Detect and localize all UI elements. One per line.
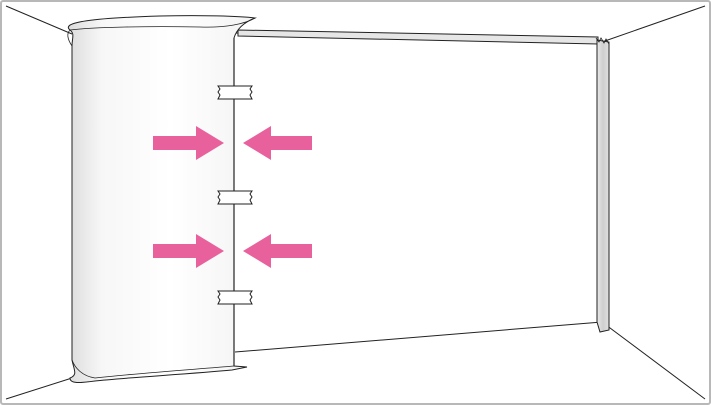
arrow-right-upper: [153, 126, 224, 160]
wallpaper-top-curl: [69, 17, 256, 31]
arrow-right-lower: [153, 234, 224, 268]
tape-icon: [217, 85, 253, 305]
arrow-right-icon: [153, 126, 224, 268]
arrow-left-lower: [243, 234, 312, 268]
corner-strip-top-torn: [595, 37, 610, 45]
tape-strip-top: [217, 85, 253, 100]
corner-wallpaper-strip: [596, 39, 610, 333]
wallpaper-bottom-curl: [71, 359, 235, 379]
arrow-left-upper: [243, 126, 312, 160]
arrow-left-icon: [243, 126, 312, 268]
wallpaper-panel: [67, 15, 257, 384]
tape-strip-bottom: [217, 290, 253, 305]
floor-right-line: [601, 321, 706, 400]
ceiling-left-line: [5, 5, 73, 35]
tape-strip-middle: [217, 190, 253, 205]
ceiling-right-line: [601, 5, 706, 43]
wall-bottom-edge: [234, 321, 603, 353]
floor-left-line: [5, 377, 73, 400]
wallpaper-top-curl-back: [67, 29, 73, 47]
